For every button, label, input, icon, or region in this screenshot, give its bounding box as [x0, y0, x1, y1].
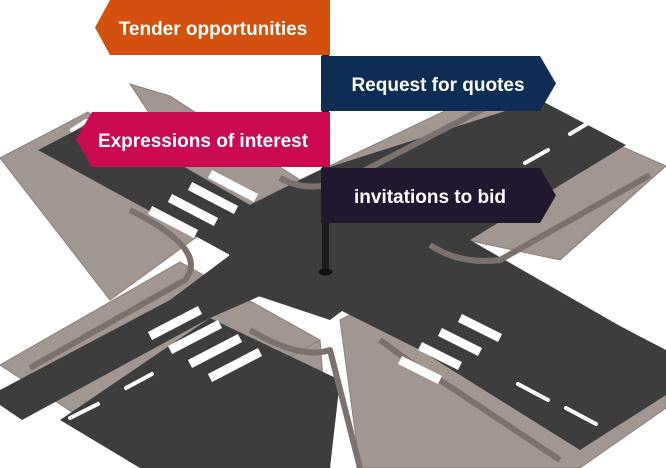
sign-request-for-quotes: Request for quotes	[321, 56, 556, 111]
lane-dash	[523, 148, 550, 165]
signpost-base	[318, 268, 333, 276]
crosswalk-left	[147, 170, 259, 238]
sign-label: Request for quotes	[351, 75, 524, 96]
sign-label: Tender opportunities	[119, 19, 308, 40]
sign-label: Expressions of interest	[98, 131, 309, 152]
sign-tender-opportunities: Tender opportunities	[95, 0, 330, 55]
lane-dash	[564, 406, 598, 426]
lane-dash	[516, 382, 550, 402]
crosswalk-bottom-left	[147, 306, 263, 382]
crosswalk-bottom-right	[397, 313, 503, 385]
lane-dash	[68, 402, 100, 420]
sign-expressions-of-interest: Expressions of interest	[76, 112, 330, 167]
sign-label: invitations to bid	[354, 187, 506, 208]
lane-dash	[568, 120, 592, 136]
sign-invitations-to-bid: invitations to bid	[321, 168, 556, 223]
lane-dash	[124, 372, 154, 390]
lane-markings	[68, 119, 598, 426]
lane-dash	[70, 119, 88, 132]
